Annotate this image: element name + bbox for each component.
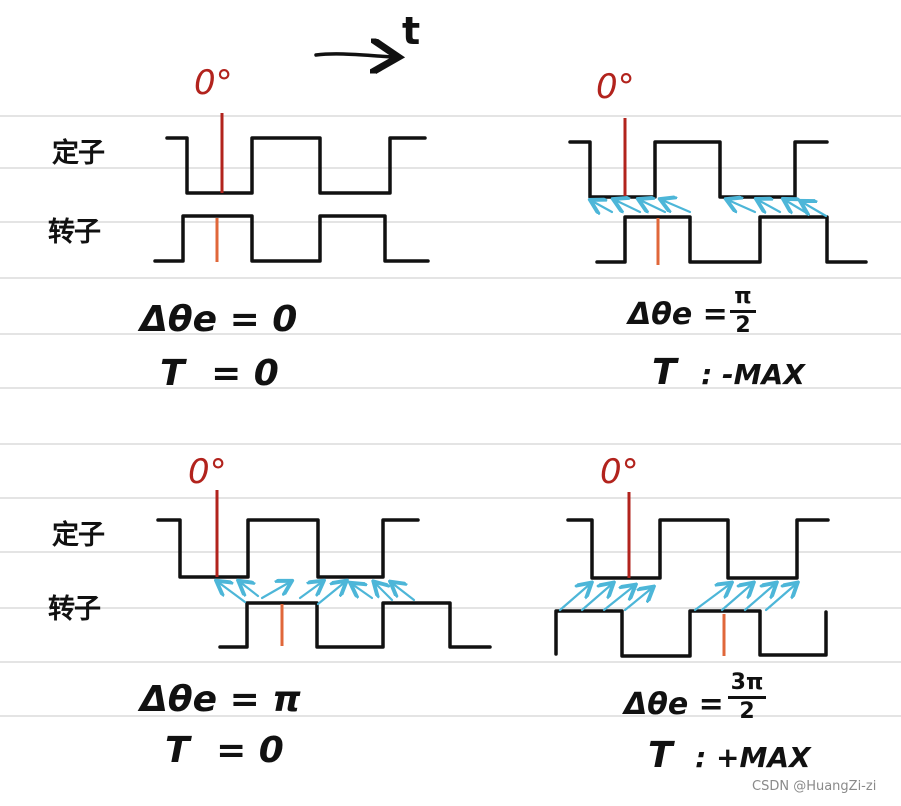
delta-theta-br: Δθe = [624,690,724,720]
rotor-wave-br [554,609,828,658]
stator-wave-bl [156,518,420,579]
time-arrow-label: t [402,9,421,53]
torque-symbol-br: T [648,735,673,776]
stator-wave-tl [165,136,427,195]
watermark-text: CSDN @HuangZi-zi [752,779,877,794]
delta-frac-den-tr: 2 [735,313,751,338]
panel-top-right [568,140,868,264]
stator-wave-tr [568,140,829,199]
torque-value-tr: : -MAX [701,358,805,391]
delta-frac-num-br: 3π [730,670,764,695]
torque-value-tl: = 0 [211,353,279,394]
force-arrows-bl [218,582,416,606]
torque-tl: T = 0 [160,356,279,392]
stator-wave-br [566,518,830,580]
torque-value-br: : +MAX [695,741,811,774]
torque-value-bl: = 0 [216,730,284,771]
panel-bottom-left [156,518,492,649]
rotor-label-top: 转子 [48,217,101,248]
delta-frac-br: 3π 2 [728,672,766,723]
delta-theta-tl: Δθe = 0 [140,302,297,338]
delta-theta-value-br: = [698,687,724,722]
zero-marker-tr: 0° [596,67,635,107]
rotor-wave-tr [595,215,868,264]
stator-label-top: 定子 [52,138,105,169]
stator-label-bottom: 定子 [52,520,105,551]
force-arrows-br [558,584,796,612]
torque-symbol-tr: T [652,352,677,393]
rotor-wave-bl [218,601,492,649]
panel-bottom-right [554,518,830,658]
delta-frac-num-tr: π [734,284,752,309]
delta-theta-symbol-bl: Δθe [140,679,218,720]
delta-frac-tr: π 2 [730,286,756,337]
delta-theta-tr: Δθe = [628,300,728,330]
delta-theta-value-bl: = π [229,679,301,720]
delta-theta-value-tr: = [702,297,728,332]
rotor-label-bottom: 转子 [48,594,101,625]
delta-frac-bar-tr [730,310,756,313]
delta-theta-bl: Δθe = π [140,682,301,718]
torque-tr: T : -MAX [652,355,805,391]
delta-frac-bar-br [728,696,766,699]
time-arrow [314,54,395,57]
torque-symbol-bl: T [165,730,190,771]
zero-marker-tl: 0° [194,63,233,103]
delta-theta-symbol-br: Δθe [624,687,689,722]
rotor-wave-tl [153,214,430,263]
torque-symbol-tl: T [160,353,185,394]
force-arrows-tr [592,200,828,218]
delta-frac-den-br: 2 [739,699,755,724]
zero-marker-br: 0° [600,452,639,492]
delta-theta-symbol-tl: Δθe [140,299,218,340]
torque-bl: T = 0 [165,733,284,769]
delta-theta-value-tl: = 0 [229,299,298,340]
delta-theta-symbol-tr: Δθe [628,297,693,332]
torque-br: T : +MAX [648,738,811,774]
zero-marker-bl: 0° [188,452,227,492]
ruled-lines [0,115,901,717]
panel-top-left [153,136,430,263]
